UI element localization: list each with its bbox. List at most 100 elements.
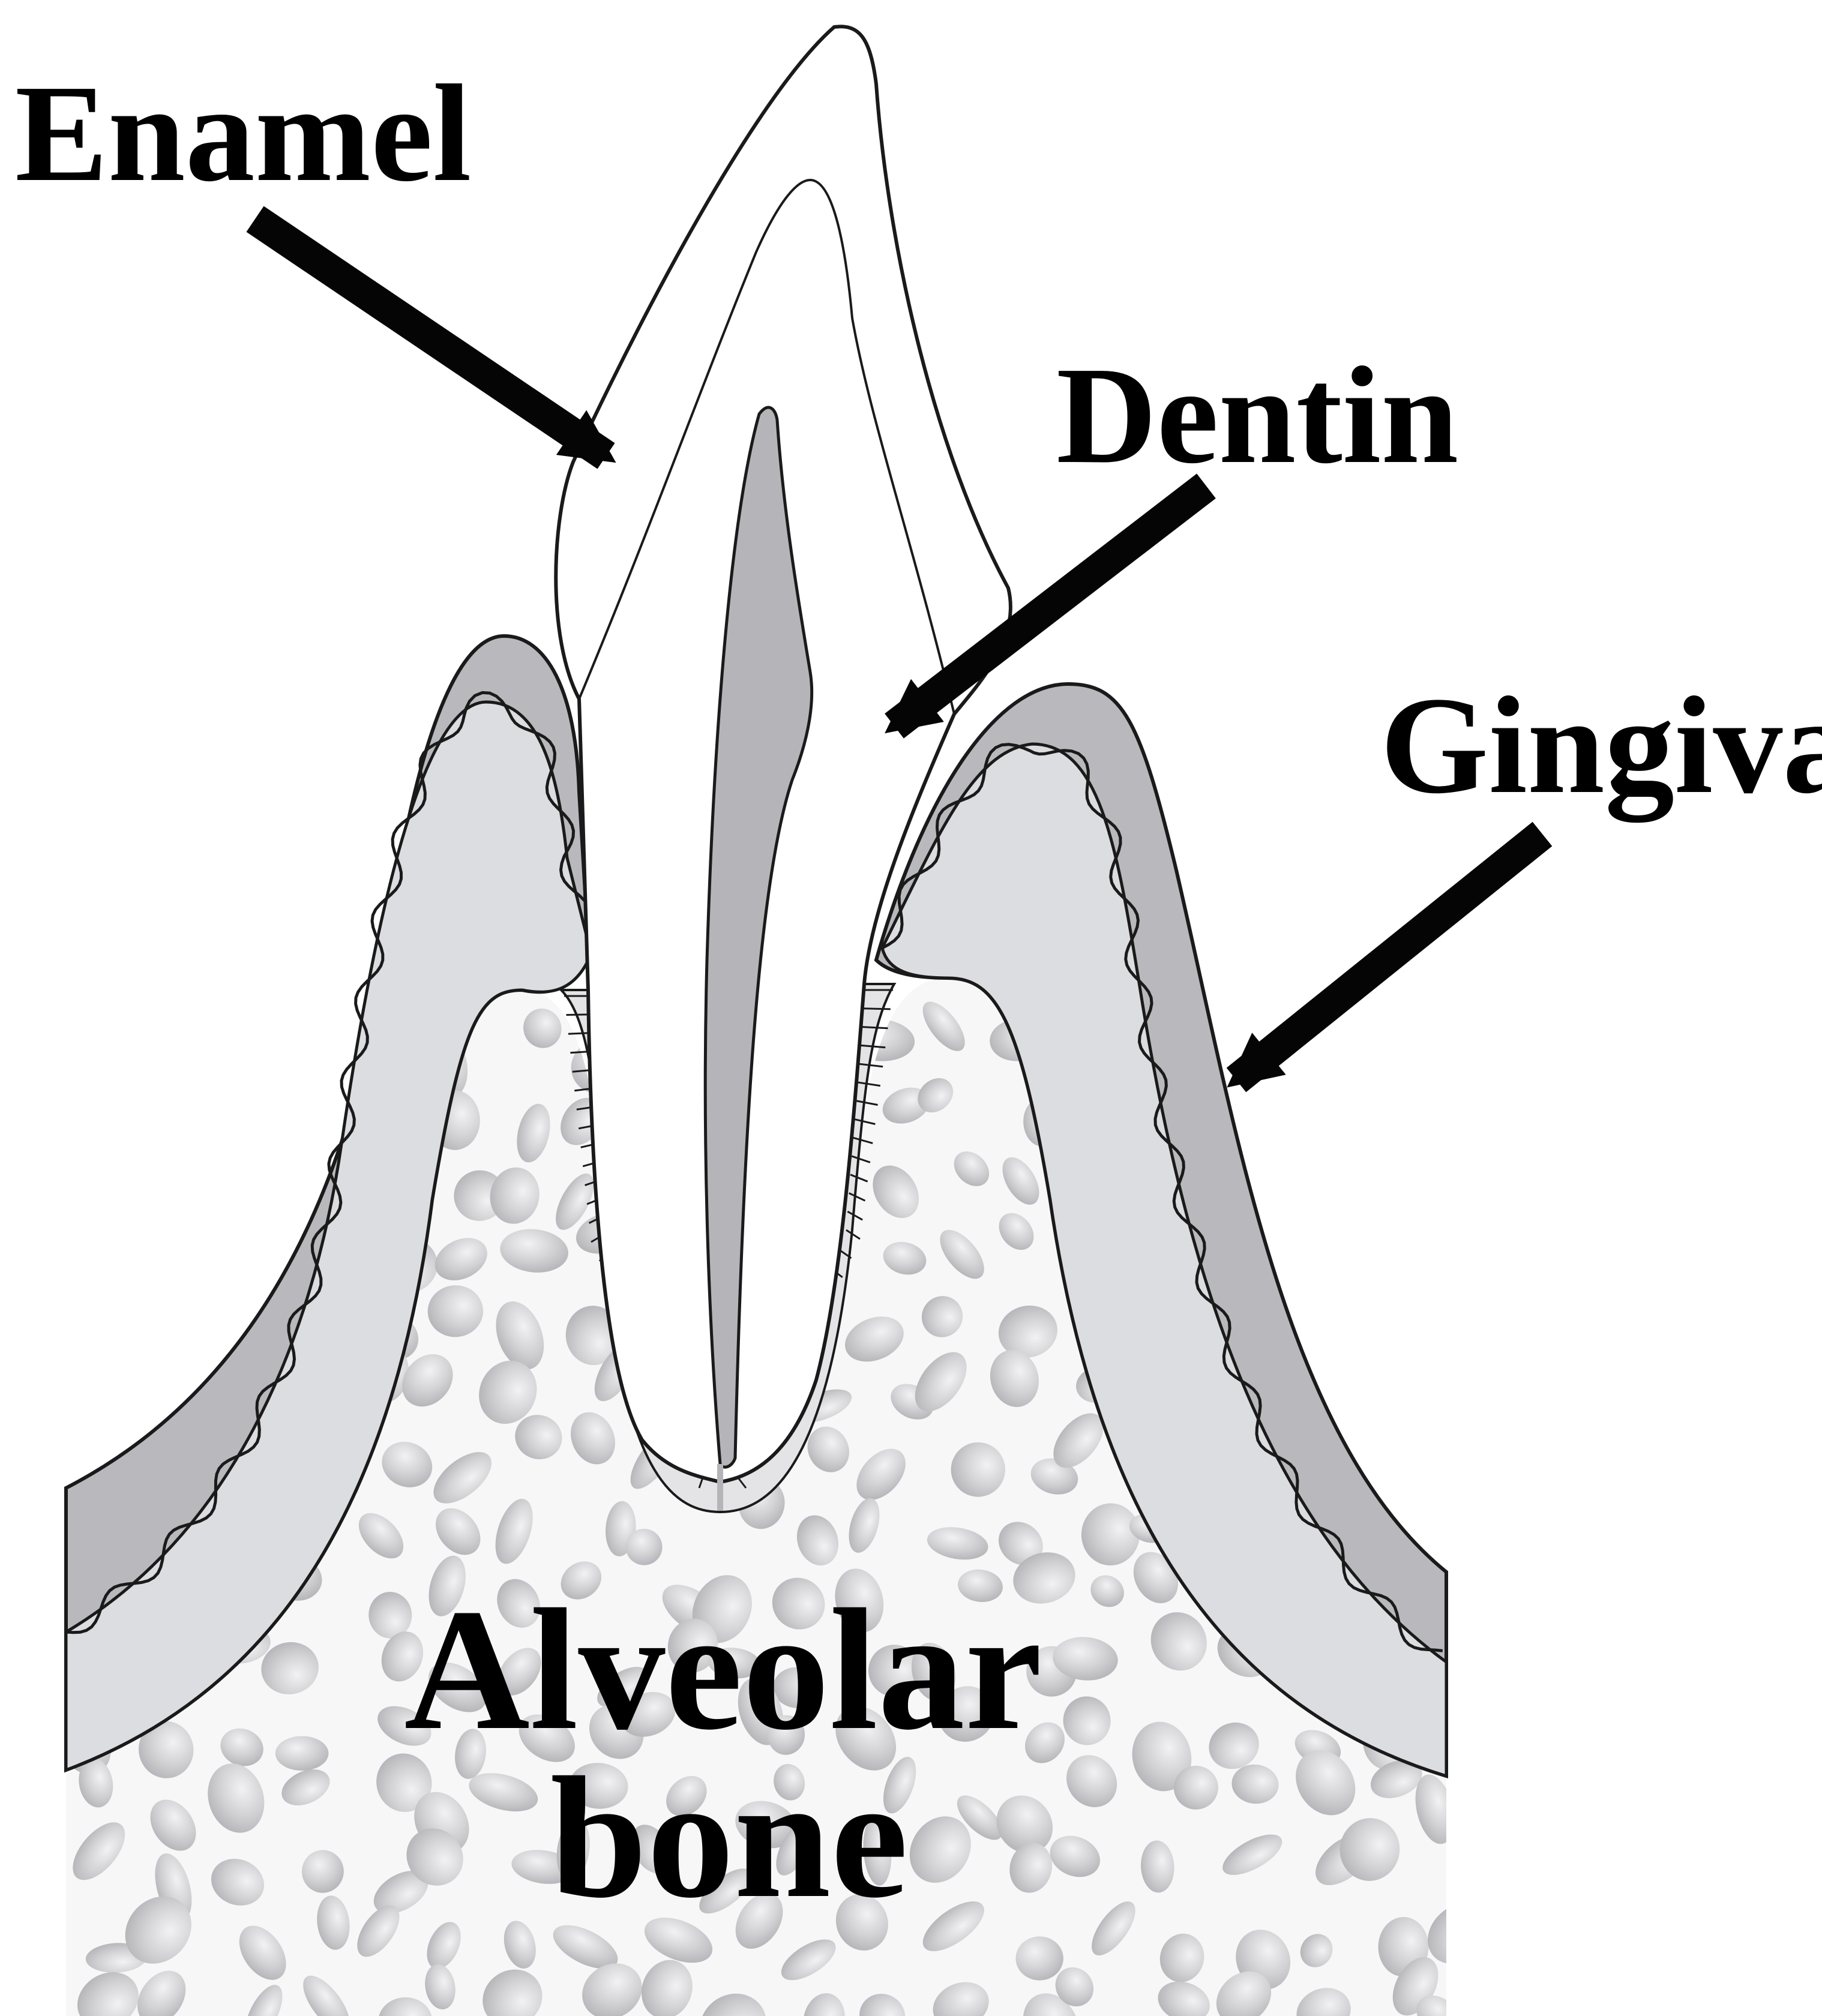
bone-pore bbox=[275, 1736, 329, 1771]
bone-pore bbox=[121, 1088, 182, 1133]
bone-pore bbox=[498, 1648, 541, 1696]
bone-pore bbox=[373, 1871, 428, 1914]
bone-pore bbox=[238, 1153, 278, 1189]
bone-pore bbox=[245, 1985, 283, 2016]
bone-pore bbox=[781, 1939, 836, 1981]
bone-pore bbox=[951, 1442, 1006, 1497]
ligament-fiber bbox=[861, 1026, 888, 1030]
bone-pore bbox=[911, 1643, 956, 1702]
bone-pore bbox=[1370, 1760, 1422, 1798]
bone-pore bbox=[708, 1648, 761, 1679]
bone-pore bbox=[1222, 1834, 1282, 1875]
bone-pore bbox=[1269, 1159, 1324, 1214]
bone-pore bbox=[667, 1618, 718, 1673]
bone-pore bbox=[77, 1972, 139, 2016]
bone-pore bbox=[495, 1499, 533, 1564]
bone-pore bbox=[433, 1452, 492, 1504]
bone-pore bbox=[358, 1513, 404, 1559]
bone-pore bbox=[1292, 1097, 1345, 1151]
bone-pore bbox=[261, 1642, 319, 1694]
bone-pore bbox=[428, 1555, 466, 1616]
bone-pore bbox=[571, 1412, 615, 1465]
bone-pore bbox=[1015, 1936, 1063, 1981]
bone-pore bbox=[773, 1667, 822, 1708]
gingiva-left bbox=[64, 634, 593, 1773]
bone-pore bbox=[556, 1818, 590, 1882]
bone-pore bbox=[74, 1346, 122, 1386]
bone-pore bbox=[835, 1568, 884, 1633]
ligament-fiber bbox=[850, 1174, 868, 1183]
ligament-fiber bbox=[855, 1100, 878, 1106]
enamel-label: Enamel bbox=[15, 56, 471, 211]
gingival-epithelium-border bbox=[65, 691, 592, 1634]
bone-pore bbox=[582, 1963, 642, 2016]
bone-pore bbox=[938, 1686, 995, 1742]
bone-pore bbox=[469, 1773, 538, 1811]
bone-pore bbox=[774, 1763, 805, 1801]
bone-pore bbox=[1458, 1292, 1495, 1351]
bone-pore bbox=[111, 1355, 180, 1406]
bone-pore bbox=[1053, 1637, 1118, 1681]
bone-pore bbox=[382, 1441, 433, 1487]
bone-pore bbox=[378, 1997, 432, 2016]
bone-pore bbox=[772, 1577, 825, 1630]
bone-pore bbox=[1092, 1901, 1135, 1956]
bone-pore bbox=[644, 1918, 713, 1963]
bone-pore bbox=[71, 1005, 132, 1064]
ligament-fiber bbox=[857, 1081, 881, 1087]
bone-pore bbox=[954, 1151, 990, 1186]
bone-pore bbox=[1141, 1840, 1174, 1893]
bone-pore bbox=[208, 1763, 265, 1833]
bone-pore bbox=[150, 1799, 196, 1851]
bone-pore bbox=[1339, 1818, 1400, 1881]
bone-pore bbox=[1132, 1721, 1192, 1792]
ligament-fiber bbox=[858, 1063, 883, 1068]
bone-pore bbox=[999, 1213, 1034, 1250]
bone-pore bbox=[1334, 1175, 1395, 1235]
bone-pore bbox=[425, 1964, 456, 2009]
bone-pore bbox=[1450, 1436, 1515, 1497]
ligament-fiber bbox=[846, 1229, 861, 1240]
bone-pore bbox=[1009, 1843, 1053, 1893]
bone-pore bbox=[1418, 1247, 1446, 1293]
bone-pore bbox=[807, 1426, 850, 1472]
bone-pore bbox=[699, 1868, 753, 1914]
bone-pore bbox=[77, 1093, 117, 1152]
bone-pore bbox=[631, 1825, 672, 1874]
enamel-arrow bbox=[246, 206, 616, 469]
bone-pore bbox=[1053, 1413, 1104, 1468]
ligament-fiber bbox=[859, 1044, 886, 1049]
bone-pore bbox=[79, 1759, 113, 1808]
bone-pore bbox=[1347, 1078, 1407, 1114]
ligament-fiber bbox=[848, 1192, 866, 1202]
bone-pore bbox=[357, 1905, 400, 1957]
bone-pore bbox=[187, 1204, 238, 1265]
bone-pore bbox=[479, 1360, 537, 1424]
bone-pore bbox=[496, 1301, 544, 1370]
bone-pore bbox=[523, 1008, 562, 1048]
bone-pore bbox=[376, 1753, 432, 1812]
bone-pore bbox=[232, 1004, 268, 1068]
bone-pore bbox=[427, 1285, 484, 1337]
bone-pore bbox=[519, 1714, 575, 1762]
bone-pore bbox=[381, 1631, 424, 1682]
bone-pore bbox=[377, 1706, 431, 1746]
bone-pore bbox=[863, 1816, 892, 1886]
bone-pore bbox=[796, 1515, 839, 1566]
bone-pore bbox=[1296, 1750, 1356, 1816]
bone-pore bbox=[490, 1167, 540, 1224]
gingiva-arrow bbox=[1226, 821, 1553, 1093]
bone-pore bbox=[1435, 1087, 1446, 1136]
bone-pore bbox=[266, 1095, 332, 1151]
bone-pore bbox=[918, 1078, 954, 1113]
bone-pore bbox=[220, 1728, 263, 1766]
bone-pore bbox=[1385, 1441, 1439, 1508]
bone-pore bbox=[125, 1896, 191, 1964]
bone-pore bbox=[1013, 1552, 1075, 1604]
bone-pore bbox=[1351, 1357, 1424, 1420]
bone-pore bbox=[368, 1592, 412, 1639]
bone-pore bbox=[1090, 1575, 1124, 1607]
bone-pore bbox=[776, 1822, 812, 1876]
bone-pore bbox=[198, 1106, 248, 1149]
bone-pore bbox=[868, 1645, 921, 1697]
